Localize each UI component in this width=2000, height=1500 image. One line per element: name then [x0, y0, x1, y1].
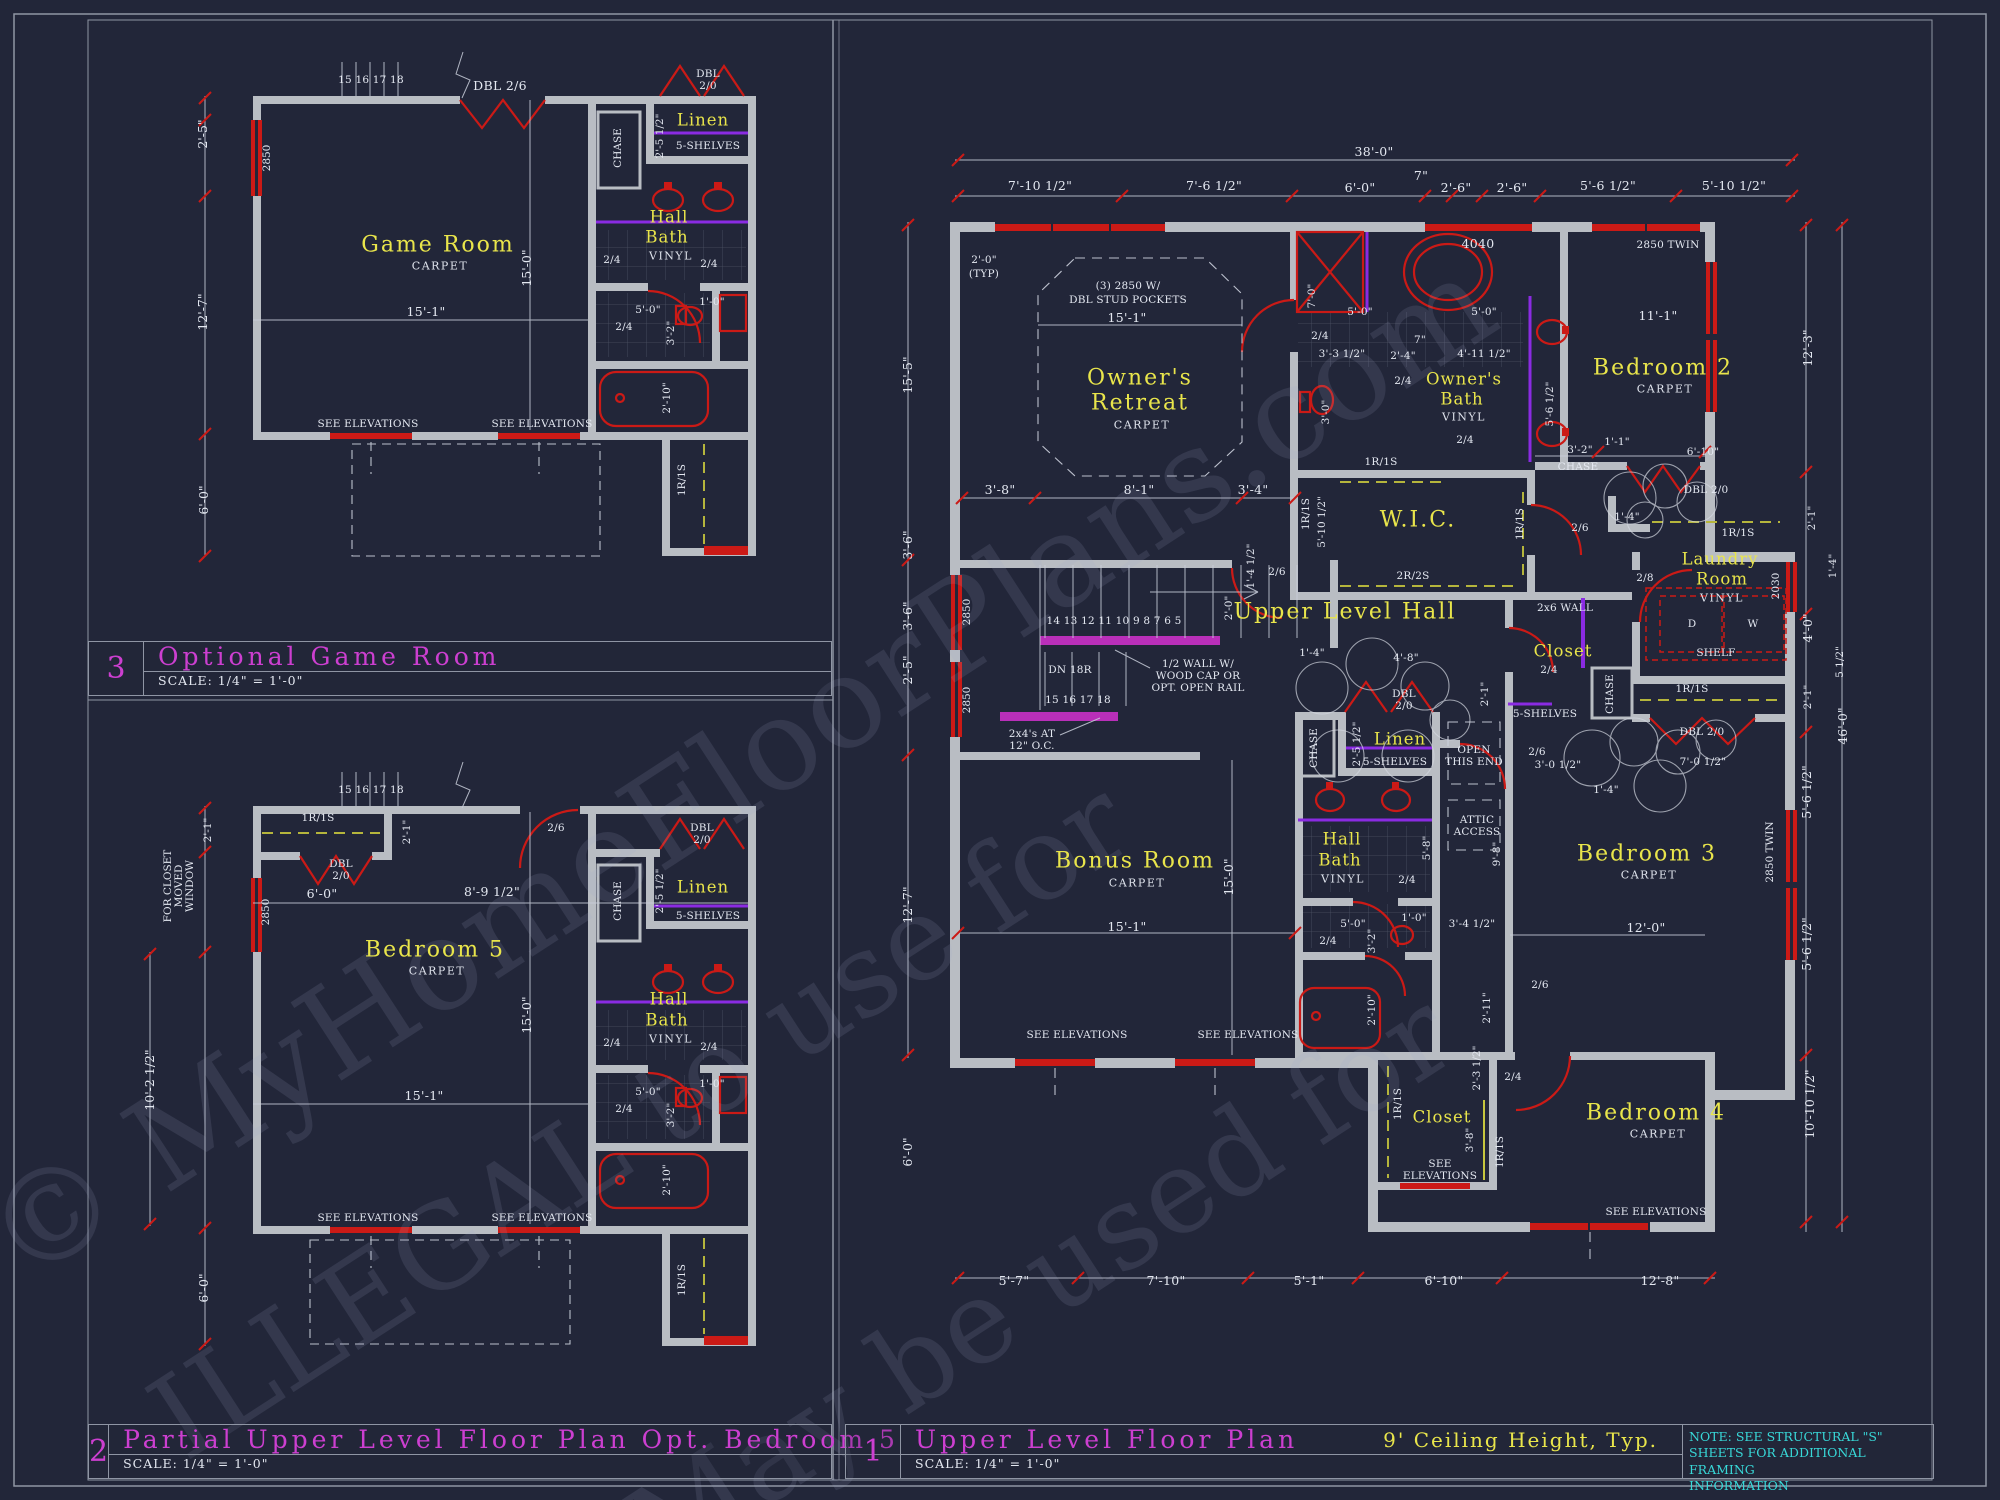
window-marks	[251, 878, 748, 1345]
titleblock-upper-level: 1 Upper Level Floor Plan 9' Ceiling Heig…	[845, 1424, 1934, 1493]
detail-number: 2	[89, 1425, 110, 1478]
shelf-lines	[596, 904, 748, 1004]
shelf-lines	[596, 131, 748, 224]
chase-box	[1590, 666, 1634, 720]
dimension-ticks	[143, 91, 1849, 1351]
plan-scale: SCALE: 1/4" = 1'-0"	[158, 673, 304, 688]
plan-title: Optional Game Room	[158, 642, 501, 671]
sheet-border	[13, 13, 1987, 1487]
titleblock-optional-game-room: 3 Optional Game Room SCALE: 1/4" = 1'-0"	[88, 641, 832, 696]
chase-box	[596, 110, 642, 190]
revision-clouds	[1295, 463, 1737, 813]
light-lines	[149, 761, 748, 1346]
plan-upper-level	[907, 159, 1843, 1279]
stairs-dim-lines	[907, 159, 1843, 1279]
plan-scale: SCALE: 1/4" = 1'-0"	[123, 1456, 269, 1471]
walls	[950, 222, 1795, 1232]
rod-shelf-lines	[262, 832, 705, 1334]
plan-title: Partial Upper Level Floor Plan Opt. Bedr…	[123, 1425, 899, 1454]
appliance-marks	[1645, 587, 1787, 661]
detail-number: 1	[846, 1425, 901, 1478]
light-lines	[204, 51, 588, 556]
rod-shelf-lines	[1340, 481, 1780, 1178]
stair-rails	[1000, 636, 1220, 721]
structural-framing-note: NOTE: SEE STRUCTURAL "S" SHEETS FOR ADDI…	[1682, 1425, 1933, 1493]
plan-optional-game-room	[204, 51, 756, 557]
doors-fixtures	[299, 808, 748, 1210]
titleblock-opt-bedroom-5: 2 Partial Upper Level Floor Plan Opt. Be…	[88, 1424, 913, 1479]
chase-box	[1296, 716, 1336, 778]
dashed-lines	[351, 442, 601, 557]
plan-title: Upper Level Floor Plan	[915, 1425, 1299, 1454]
shelf-lines	[1298, 232, 1585, 822]
window-marks	[251, 120, 748, 555]
doors-fixtures	[459, 64, 748, 428]
detail-number: 3	[89, 642, 144, 695]
dashed-lines	[309, 1236, 571, 1345]
ceiling-height-note: 9' Ceiling Height, Typ.	[1383, 1427, 1658, 1452]
dashed-lines	[1037, 257, 1591, 1262]
plan-scale: SCALE: 1/4" = 1'-0"	[915, 1456, 1061, 1471]
window-marks	[951, 224, 1797, 1230]
plan-opt-bedroom-5	[149, 761, 756, 1346]
walls	[253, 806, 756, 1346]
